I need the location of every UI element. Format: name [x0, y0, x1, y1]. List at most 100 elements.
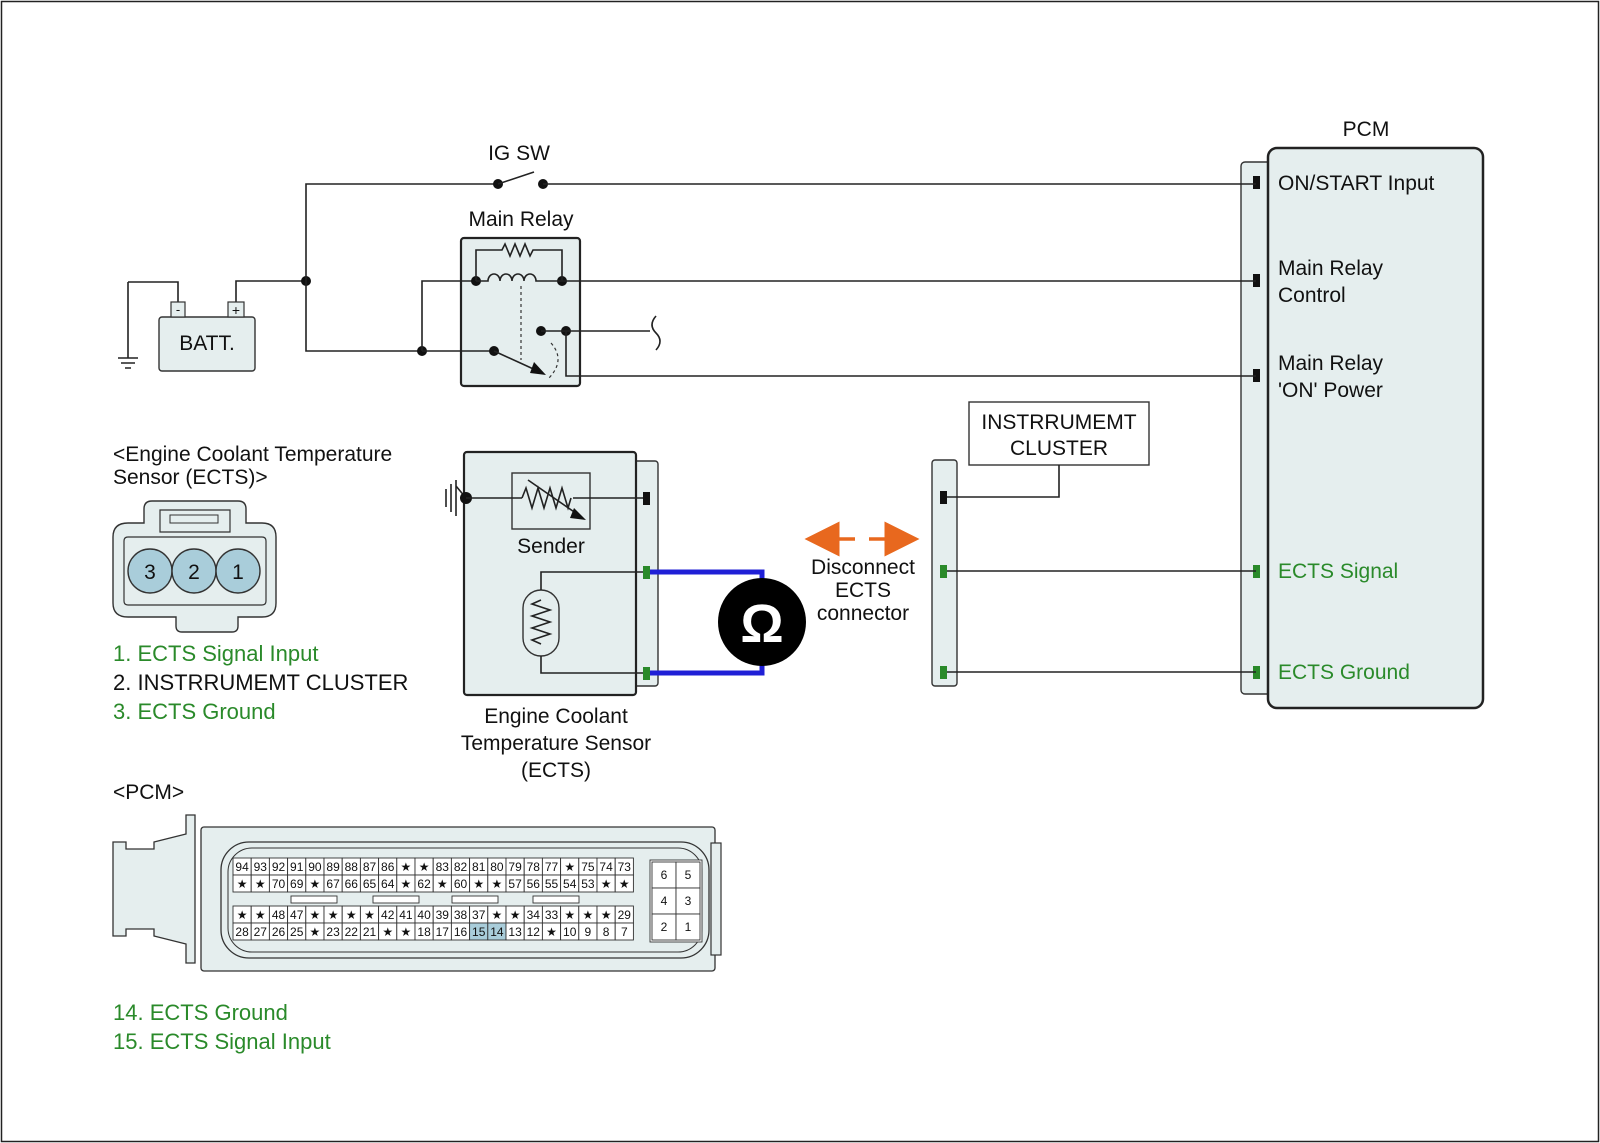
pcm-side-pin-cell — [651, 861, 677, 889]
pcm-connector-latch — [710, 842, 722, 956]
main-relay-label: Main Relay — [468, 208, 574, 231]
pcm-pin-label: 55 — [545, 877, 559, 891]
ects-sensor-label-2: Temperature Sensor — [461, 732, 651, 755]
pcm-pin-label: 88 — [345, 860, 359, 874]
sender-box — [511, 472, 591, 530]
battery-terminal-negative — [170, 301, 186, 318]
pcm-title: PCM — [1343, 118, 1390, 141]
pcm-pin-label: ★ — [255, 908, 266, 922]
pcm-pin-label: 92 — [272, 860, 286, 874]
ects-connector-view: <Engine Coolant Temperature Sensor (ECTS… — [112, 443, 408, 724]
sender-resistor — [521, 485, 572, 511]
ects-sensor-circuit: Sender Engine Coolant Temperature Sensor… — [445, 450, 659, 782]
pcm-label-ects-signal: ECTS Signal — [1278, 560, 1398, 583]
pcm-pin-label: 87 — [363, 860, 377, 874]
pcm-pin-label: ★ — [419, 860, 430, 874]
pcm-pin-label: ★ — [564, 908, 575, 922]
relay-switch-travel — [548, 342, 559, 379]
ects-pin-label: 1 — [232, 561, 244, 584]
pcm-pin-label: 91 — [290, 860, 304, 874]
pcm-pin-label: 67 — [326, 877, 340, 891]
instrument-cluster-label-1: INSTRRUMEMT — [981, 411, 1136, 434]
pcm-pin-label: ★ — [401, 877, 412, 891]
pcm-pin-label: ★ — [310, 925, 321, 939]
pcm-pin-label: 83 — [436, 860, 450, 874]
pcm-pin-label: ★ — [346, 908, 357, 922]
pcm-pin-label: 89 — [326, 860, 340, 874]
pcm-pin-label: 27 — [254, 925, 268, 939]
harness-pin-ground — [940, 666, 947, 679]
pcm-pin-label: ★ — [510, 908, 521, 922]
pcm-pin-label: ★ — [310, 908, 321, 922]
pcm-pin-label: 75 — [581, 860, 595, 874]
pcm-side-pin-label: 2 — [661, 920, 668, 934]
pcm-pin-label: ★ — [328, 908, 339, 922]
ects-legend-3: 3. ECTS Ground — [113, 699, 276, 724]
pcm-side-pin-cell — [675, 913, 701, 941]
pcm-label-on-start: ON/START Input — [1278, 172, 1435, 195]
sender-label: Sender — [517, 535, 585, 558]
pcm-pin-label: 18 — [417, 925, 431, 939]
pcm-pin-label: ★ — [255, 877, 266, 891]
pcm-pin-label: 8 — [603, 925, 610, 939]
pcm-pin-label: 23 — [326, 925, 340, 939]
pcm-pin-label: 90 — [308, 860, 322, 874]
pcm-pin-label: ★ — [437, 877, 448, 891]
pcm-pin-label: 14 — [490, 925, 504, 939]
pcm-pin-label: 15 — [472, 925, 486, 939]
ects-sensor-label-3: (ECTS) — [521, 759, 591, 782]
ig-sw-label: IG SW — [488, 142, 550, 165]
pcm-pin-cell — [614, 922, 634, 941]
pcm-side-pin-label: 6 — [661, 868, 668, 882]
pcm-pin-label: ★ — [492, 908, 503, 922]
pcm-pin-label: 62 — [417, 877, 431, 891]
pcm-pin-label: ★ — [237, 877, 248, 891]
pcm-key-tab — [451, 895, 499, 904]
relay-feed-wire — [305, 281, 422, 352]
batt-positive-wire — [235, 280, 306, 302]
harness-pin-signal — [940, 565, 947, 578]
pcm-pin-label: ★ — [601, 877, 612, 891]
pcm-side-pin-label: 4 — [661, 894, 668, 908]
ects-sensor-body — [462, 450, 638, 697]
pcm-pin-label: 57 — [508, 877, 522, 891]
pcm-pin-label: 17 — [436, 925, 450, 939]
pcm-pin-label: 48 — [272, 908, 286, 922]
pcm-label-main-relay-control-1: Main Relay — [1278, 257, 1384, 280]
relay-on-power-wire — [565, 331, 1256, 377]
sensor-pin-cluster — [643, 492, 650, 505]
power-circuit: - + BATT. IG SW Main Relay — [118, 142, 1256, 388]
pcm-pin-label: ★ — [619, 877, 630, 891]
battery — [158, 316, 256, 372]
pcm-pin-label: 47 — [290, 908, 304, 922]
pcm-block: PCM ON/START Input Main Relay Control Ma… — [1240, 118, 1485, 710]
pcm-pin-label: 53 — [581, 877, 595, 891]
pcm-label-main-relay-control-2: Control — [1278, 284, 1346, 307]
pcm-connector-plug — [112, 814, 196, 964]
pcm-pin-label: ★ — [564, 860, 575, 874]
pcm-pin-label: 77 — [545, 860, 559, 874]
thermistor — [522, 589, 560, 657]
pcm-pin-ects-ground — [1253, 666, 1260, 679]
pcm-body — [1266, 146, 1485, 710]
ects-pin-label: 2 — [188, 561, 200, 584]
wire-break-symbol — [651, 315, 661, 351]
pcm-pin-label: 13 — [508, 925, 522, 939]
battery-plus-sign: + — [232, 302, 240, 318]
sender-arrowhead — [570, 508, 586, 520]
pcm-pin-label: 40 — [417, 908, 431, 922]
pcm-key-tab — [372, 895, 420, 904]
pcm-pin-label: 39 — [436, 908, 450, 922]
pcm-pin-label: ★ — [401, 860, 412, 874]
pcm-label-ects-ground: ECTS Ground — [1278, 661, 1410, 684]
pcm-pin-label: 65 — [363, 877, 377, 891]
pcm-pin-label: 16 — [454, 925, 468, 939]
pcm-pin-label: ★ — [473, 877, 484, 891]
thermistor-resistor — [529, 599, 553, 645]
pcm-side-pin-cell — [651, 913, 677, 941]
sensor-pin-signal — [643, 566, 650, 579]
pcm-pin-label: 94 — [235, 860, 249, 874]
pcm-pin-label: 29 — [618, 908, 632, 922]
